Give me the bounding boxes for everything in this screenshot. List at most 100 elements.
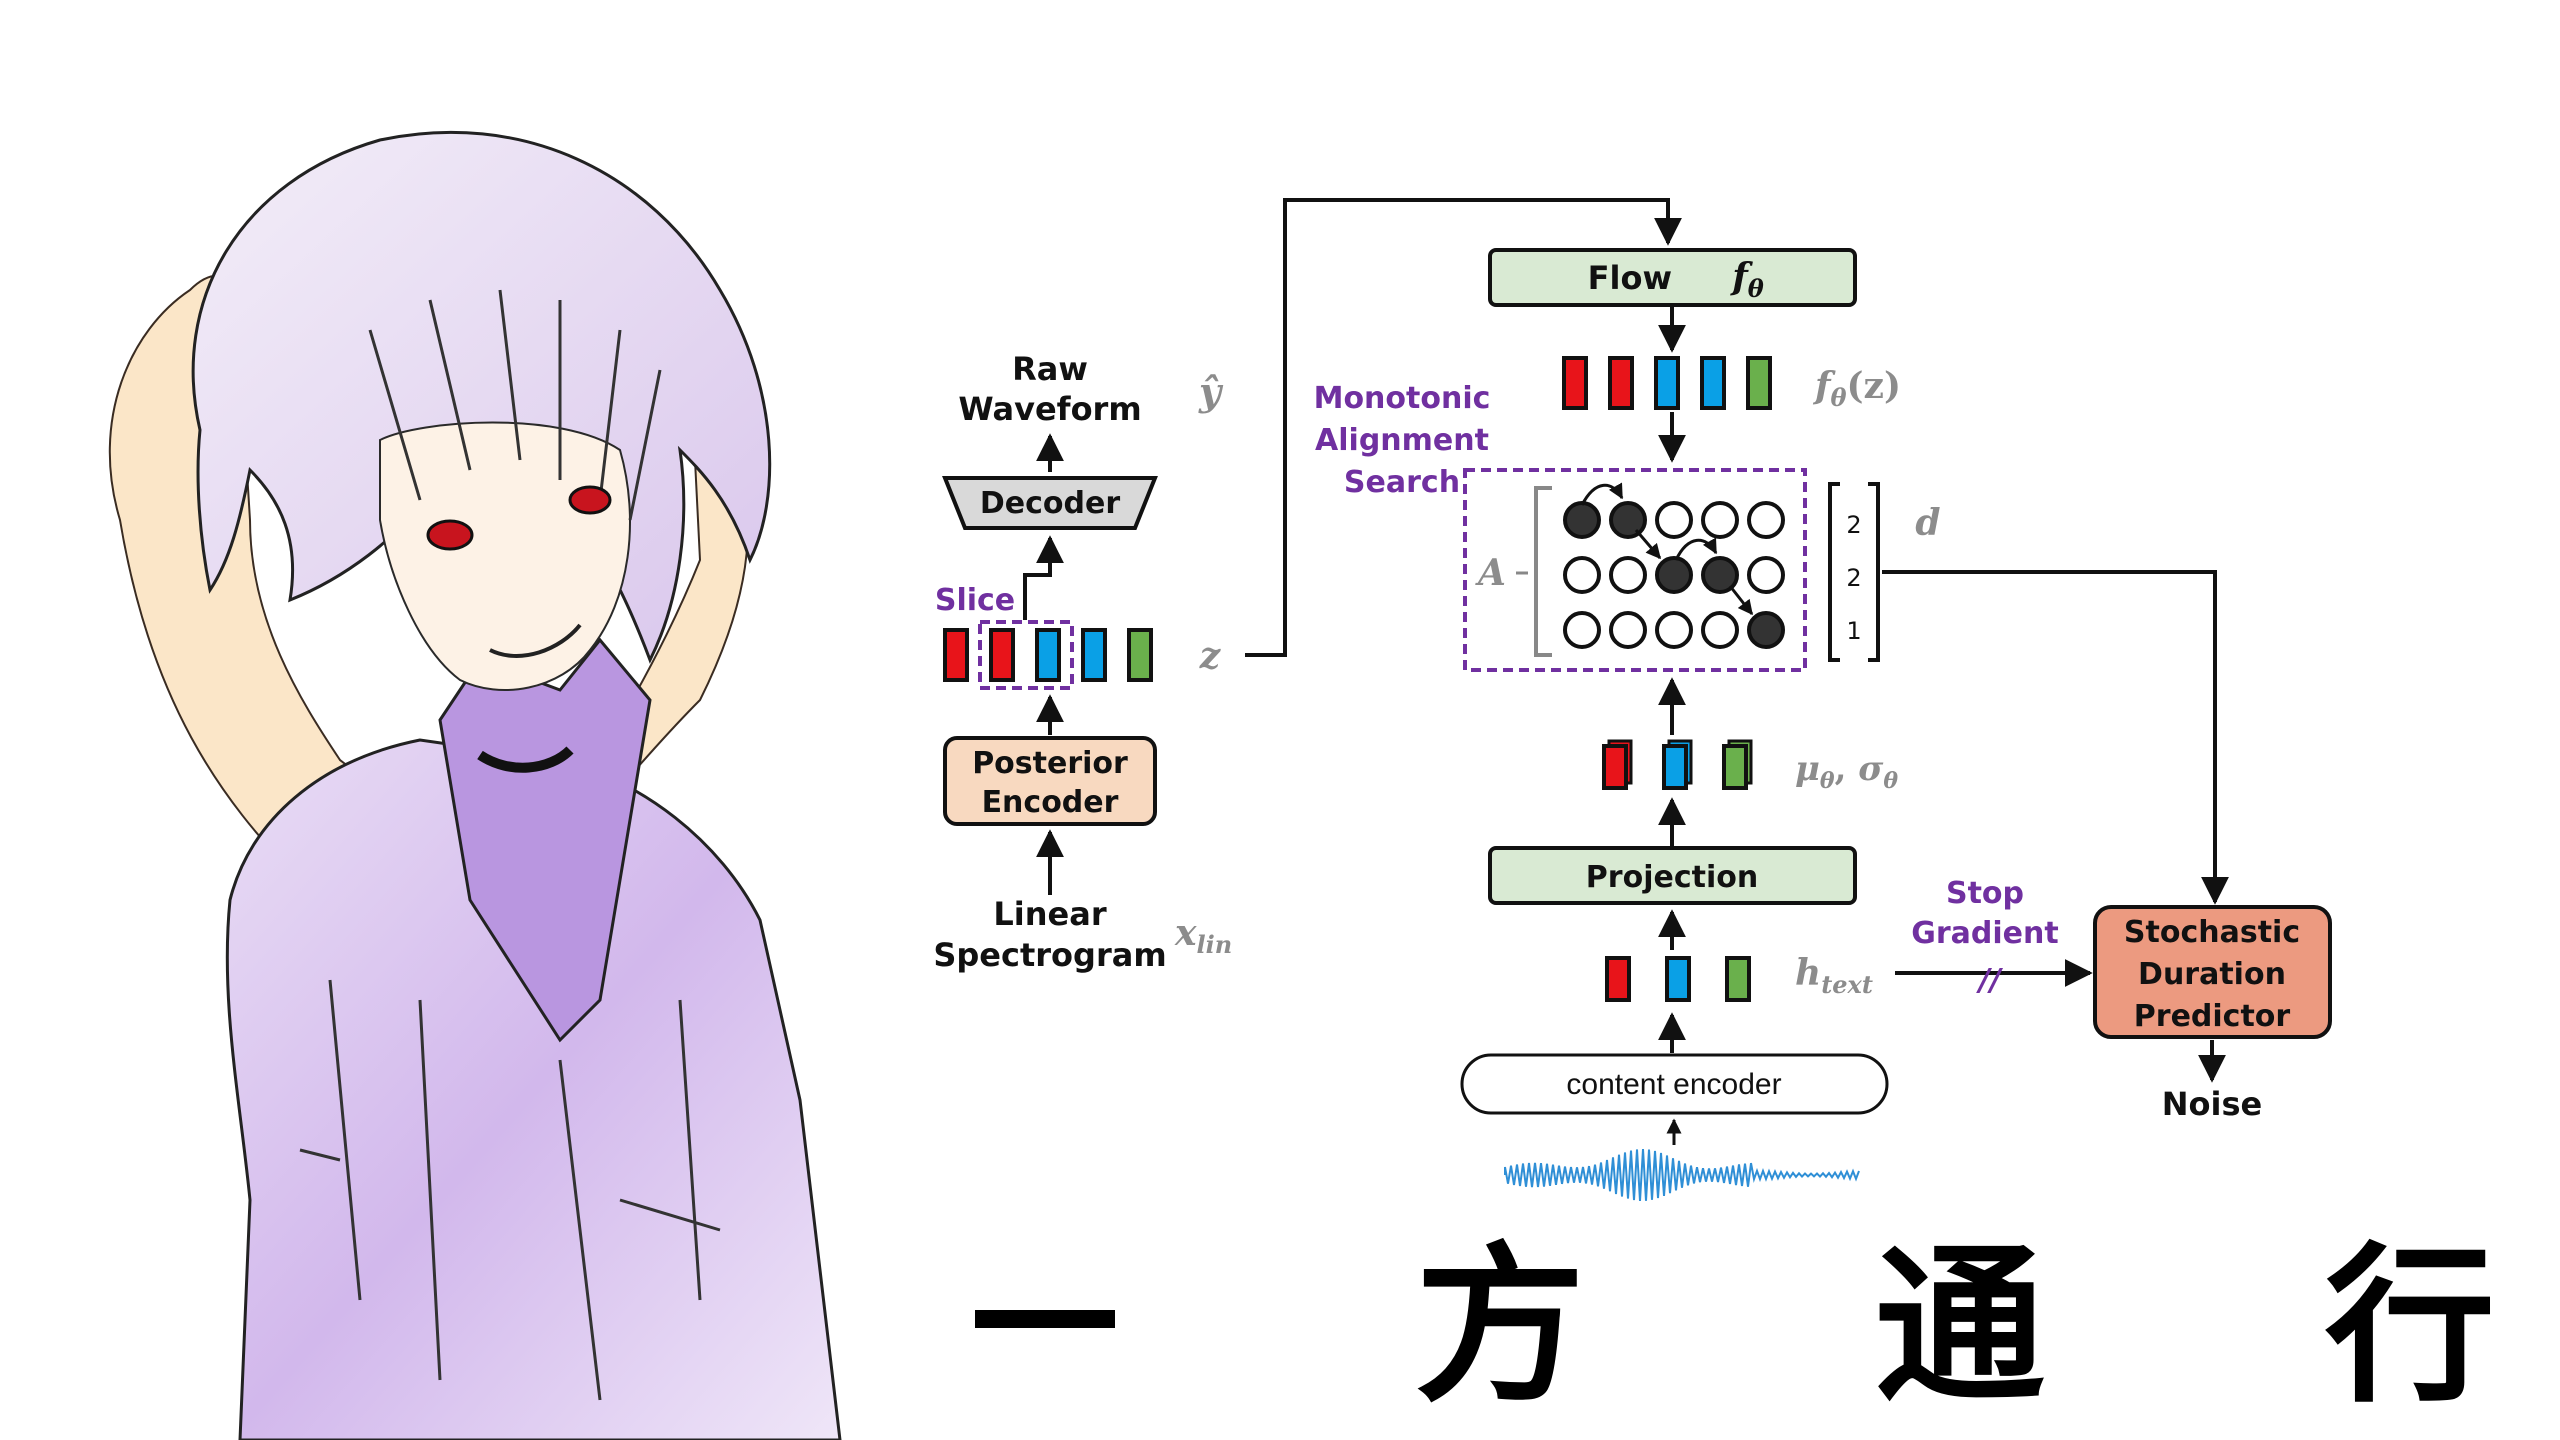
- alignment-cell-3-1: [1563, 611, 1601, 649]
- coat-body: [225, 738, 842, 1440]
- f-theta-z-symbol: fθ(z): [1812, 365, 1901, 412]
- posterior-encoder-box: [943, 736, 1157, 826]
- alignment-a-symbol: A: [1475, 552, 1506, 594]
- align-arrow-1: [1580, 482, 1624, 506]
- linear-spectrogram-label-line1: Linear: [993, 895, 1106, 933]
- align-arrow-4: [1728, 585, 1754, 616]
- posterior-encoder-label-line1: Posterior: [972, 746, 1128, 781]
- raw-waveform-label-line2: Waveform: [958, 390, 1141, 428]
- flow-block-3: [1654, 356, 1680, 410]
- alignment-cell-2-1: [1563, 556, 1601, 594]
- content-encoder-box: [1460, 1053, 1889, 1115]
- flow-block-5: [1746, 356, 1772, 410]
- duration-bracket-left: [1828, 482, 1840, 662]
- alignment-cell-1-5: [1747, 501, 1785, 539]
- alignment-cell-1-4: [1701, 501, 1739, 539]
- d-symbol: d: [1915, 502, 1940, 544]
- latent-block-4: [1081, 628, 1107, 682]
- sdp-label-line1: Stochastic: [2124, 915, 2300, 950]
- duration-value-2: 2: [1846, 564, 1861, 592]
- audio-waveform: [1504, 1149, 1860, 1201]
- arrow-z-to-flow: [1245, 198, 1682, 657]
- align-arrow-2: [1634, 529, 1662, 560]
- duration-bracket-right: [1868, 482, 1880, 662]
- right-pipeline: Flow fθ fθ(z) Monotonic Alignment Search…: [1314, 248, 2332, 1201]
- alignment-cell-2-2: [1609, 556, 1647, 594]
- caption-char-3: 通: [1875, 1228, 2045, 1426]
- alignment-cell-2-5: [1747, 556, 1785, 594]
- mas-label-line2: Alignment: [1315, 423, 1489, 458]
- left-pipeline: Raw Waveform ŷ Decoder Slice z Posterior…: [933, 198, 1682, 974]
- projection-box: [1488, 846, 1857, 905]
- flow-f-theta-symbol: fθ: [1729, 256, 1764, 303]
- x-lin-symbol: xlin: [1174, 912, 1232, 959]
- stop-gradient-mark: //: [1976, 963, 2004, 998]
- latent-block-5: [1127, 628, 1153, 682]
- decoder-box: [942, 476, 1158, 530]
- latent-block-3: [1035, 628, 1061, 682]
- alignment-bracket: [1534, 486, 1552, 657]
- mas-label-line3: Search: [1344, 465, 1460, 500]
- coat-lines: [299, 979, 721, 1401]
- alignment-cell-1-2: [1609, 501, 1647, 539]
- mu-sigma-symbol: μθ, σθ: [1795, 749, 1898, 794]
- right-eye: [568, 485, 612, 515]
- alignment-cell-2-3: [1655, 556, 1693, 594]
- content-encoder-label: content encoder: [1566, 1068, 1781, 1101]
- sdp-label-line2: Duration: [2138, 957, 2286, 992]
- sdp-label-line3: Predictor: [2134, 999, 2291, 1034]
- hair-bangs: [368, 289, 662, 521]
- alignment-cell-1-3: [1655, 501, 1693, 539]
- alignment-cell-3-3: [1655, 611, 1693, 649]
- caption-char-2: 方: [1415, 1228, 1585, 1426]
- alignment-cell-3-4: [1701, 611, 1739, 649]
- y-hat-symbol: ŷ: [1198, 369, 1224, 414]
- caption-char-4: 行: [2325, 1228, 2495, 1426]
- alignment-cell-3-2: [1609, 611, 1647, 649]
- alignment-cell-2-4: [1701, 556, 1739, 594]
- prior-block-3: [1722, 744, 1748, 790]
- flow-block-2: [1608, 356, 1634, 410]
- stop-gradient-label-line2: Gradient: [1911, 916, 2058, 951]
- flow-box: [1488, 248, 1857, 307]
- text-block-3: [1725, 956, 1751, 1002]
- prior-block-2: [1662, 744, 1688, 790]
- caption-char-1: 一: [960, 1223, 1130, 1421]
- choker: [477, 746, 574, 773]
- linear-spectrogram-label-line2: Spectrogram: [933, 936, 1166, 974]
- caption: 一 方 通 行: [960, 1223, 2495, 1426]
- prior-block-1: [1602, 744, 1628, 790]
- latent-block-1: [943, 628, 969, 682]
- left-eye: [426, 519, 474, 551]
- sdp-box: [2093, 905, 2332, 1039]
- mas-region: [1463, 468, 1807, 672]
- flow-output-blocks: [1562, 356, 1772, 410]
- slice-label: Slice: [935, 583, 1015, 618]
- arrow-slice-to-decoder: [1023, 535, 1064, 620]
- flow-block-4: [1700, 356, 1726, 410]
- align-arrow-3: [1674, 537, 1718, 561]
- h-text-symbol: htext: [1795, 952, 1873, 999]
- h-text-blocks: [1605, 956, 1751, 1002]
- text-block-1: [1605, 956, 1631, 1002]
- decoder-label: Decoder: [980, 486, 1120, 521]
- alignment-grid: [1563, 501, 1785, 649]
- mouth: [489, 623, 582, 658]
- character-illustration: [108, 130, 842, 1440]
- mas-label-line1: Monotonic: [1314, 381, 1491, 416]
- raw-waveform-label-line1: Raw: [1012, 350, 1088, 388]
- duration-value-3: 1: [1846, 617, 1861, 645]
- stop-gradient-label-line1: Stop: [1946, 876, 2024, 911]
- posterior-encoder-label-line2: Encoder: [982, 785, 1119, 820]
- alignment-cell-3-5: [1747, 611, 1785, 649]
- noise-label: Noise: [2162, 1085, 2262, 1123]
- flow-block-1: [1562, 356, 1588, 410]
- flow-label: Flow: [1588, 259, 1672, 297]
- arrow-d-to-sdp: [1882, 570, 2229, 905]
- text-block-2: [1665, 956, 1691, 1002]
- prior-blocks: [1602, 739, 1753, 790]
- caption-char-1-stroke: [975, 1310, 1115, 1328]
- latent-z-blocks: [943, 628, 1153, 682]
- duration-value-1: 2: [1846, 511, 1861, 539]
